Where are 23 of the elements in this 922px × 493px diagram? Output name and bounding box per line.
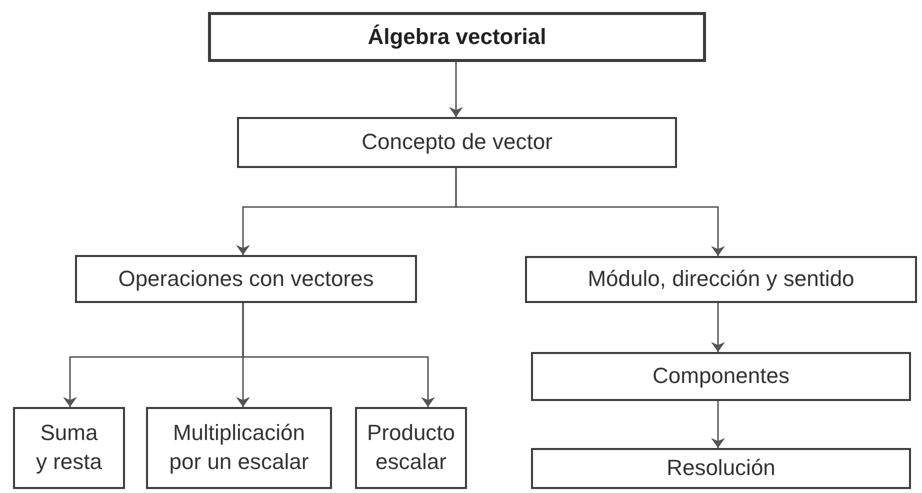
concept-box (13, 407, 125, 489)
concept-box (531, 352, 911, 401)
concept-label: Módulo, dirección y sentido (586, 265, 856, 294)
concept-box (525, 256, 917, 303)
concept-box (146, 407, 332, 489)
concept-label: Resolución (666, 454, 776, 482)
arrow (449, 62, 463, 117)
concept-box (355, 407, 467, 489)
concept-label: Concepto de vector (360, 128, 554, 156)
concept-label: Multiplicación por un escalar (168, 419, 310, 476)
arrow (455, 168, 725, 256)
concept-label: Producto escalar (366, 419, 456, 476)
arrow (711, 401, 725, 448)
concept-label: Operaciones con vectores (117, 264, 375, 293)
title-box (208, 12, 706, 62)
concept-label: Álgebra vectorial (366, 22, 548, 51)
concept-label: Suma y resta (34, 419, 104, 476)
concept-label: Componentes (652, 362, 790, 390)
concept-box (75, 255, 417, 303)
concept-box (237, 117, 677, 168)
arrow (242, 303, 435, 407)
concept-box (531, 448, 911, 489)
arrow (711, 303, 725, 352)
